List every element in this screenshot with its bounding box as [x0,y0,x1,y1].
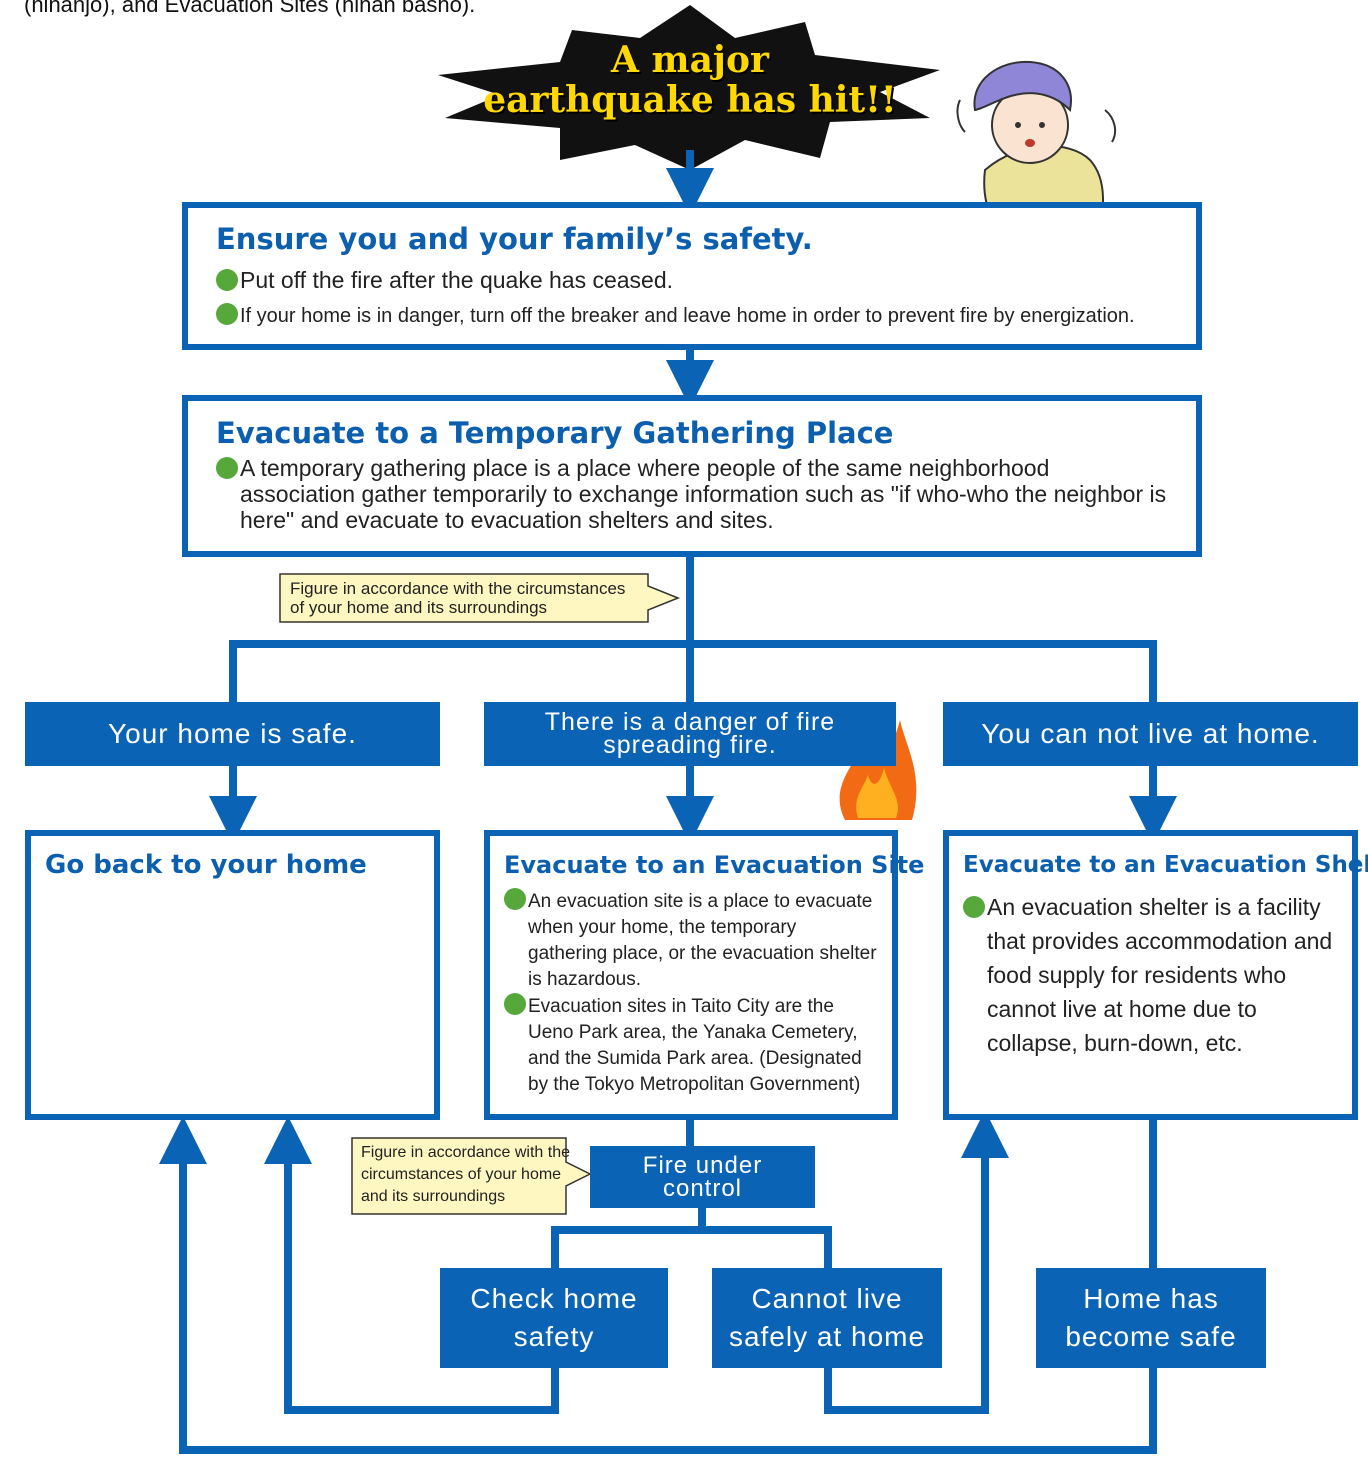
home-become-safe-line-1: Home has [1083,1283,1219,1314]
outcome-home-title: Go back to your home [45,850,367,880]
condition-fire-danger-line-2: spreading fire. [603,731,777,759]
outcome-site-title: Evacuate to an Evacuation Site [504,851,925,879]
callout-bottom-bubble [351,1137,592,1215]
outcome-site-panel: Evacuate to an Evacuation Site An evacua… [484,830,925,1120]
site-bullet-1-text: An evacuation site is a place to evacuat… [528,891,877,990]
gathering-bullet: A temporary gathering place is a place w… [216,455,1168,533]
callout-top-line-2: of your home and its surroundings [290,598,548,617]
fire-under-control-box: Fire under control [590,1146,815,1208]
condition-home-safe-label: Your home is safe. [108,718,357,749]
fire-icon [839,720,917,820]
site-bullet-2: Evacuation sites in Taito City are the U… [504,993,880,1098]
safety-bullet-2: If your home is in danger, turn off the … [216,298,1168,334]
fire-under-control-line-2: control [662,1175,743,1202]
safety-bullet-1: Put off the fire after the quake has cea… [216,262,1168,298]
callout-bottom: Figure in accordance with the circumstan… [361,1142,570,1208]
callout-top: Figure in accordance with the circumstan… [290,579,625,617]
home-become-safe-line-2: become safe [1065,1321,1237,1352]
earthquake-burst-icon [438,5,940,170]
check-home-safety-box: Check home safety [440,1268,668,1368]
callout-top-bubble [279,573,681,623]
step-gathering-title: Evacuate to a Temporary Gathering Place [216,416,894,450]
burst-line-2: earthquake has hit!! [483,79,897,121]
condition-fire-danger-line-1: There is a danger of fire [544,708,836,736]
gathering-bullet-text: A temporary gathering place is a place w… [240,455,1167,533]
cannot-live-safely-line-2: safely at home [728,1321,926,1352]
condition-home-safe: Your home is safe. [25,702,440,766]
condition-cannot-live: You can not live at home. [943,702,1358,766]
intro-text: (hinanjo), and Evacuation Sites (hinan b… [24,0,476,17]
safety-bullet-2-text: If your home is in danger, turn off the … [240,305,1135,327]
site-bullet-2-text: Evacuation sites in Taito City are the U… [528,996,862,1095]
earthquake-alert-heading: A major earthquake has hit!! [470,40,910,120]
bullet-icon [504,993,526,1015]
callout-bottom-line-3: and its surroundings [361,1188,506,1205]
callout-bottom-line-2: circumstances of your home [361,1166,562,1183]
bullet-icon [216,457,238,479]
cannot-live-safely-box: Cannot live safely at home [712,1268,942,1368]
outcome-home-panel: Go back to your home [25,830,440,1120]
step-gathering-panel: Evacuate to a Temporary Gathering Place … [182,395,1202,557]
check-home-safety-line-2: safety [513,1321,595,1352]
shelter-bullet: An evacuation shelter is a facility that… [963,890,1340,1060]
bullet-icon [504,888,526,910]
bullet-icon [963,896,985,918]
bullet-icon [216,303,238,325]
site-bullet-1: An evacuation site is a place to evacuat… [504,888,880,993]
callout-top-line-1: Figure in accordance with the circumstan… [290,579,626,598]
check-home-safety-line-1: Check home [470,1283,638,1314]
bullet-icon [216,269,238,291]
step-safety-panel: Ensure you and your family’s safety. Put… [182,202,1202,350]
shelter-bullet-text: An evacuation shelter is a facility that… [987,894,1333,1056]
outcome-shelter-title: Evacuate to an Evacuation Shelter [963,852,1368,878]
home-become-safe-box: Home has become safe [1036,1268,1266,1368]
safety-bullet-1-text: Put off the fire after the quake has cea… [240,267,674,293]
condition-cannot-live-label: You can not live at home. [981,718,1320,749]
step-safety-title: Ensure you and your family’s safety. [216,222,813,256]
outcome-shelter-panel: Evacuate to an Evacuation Shelter An eva… [943,830,1368,1120]
cannot-live-safely-line-1: Cannot live [751,1283,903,1314]
condition-fire-danger: There is a danger of fire spreading fire… [484,702,896,766]
burst-line-1: A major [611,39,769,81]
fire-under-control-line-1: Fire under [642,1152,763,1179]
callout-bottom-line-1: Figure in accordance with the [361,1144,570,1161]
